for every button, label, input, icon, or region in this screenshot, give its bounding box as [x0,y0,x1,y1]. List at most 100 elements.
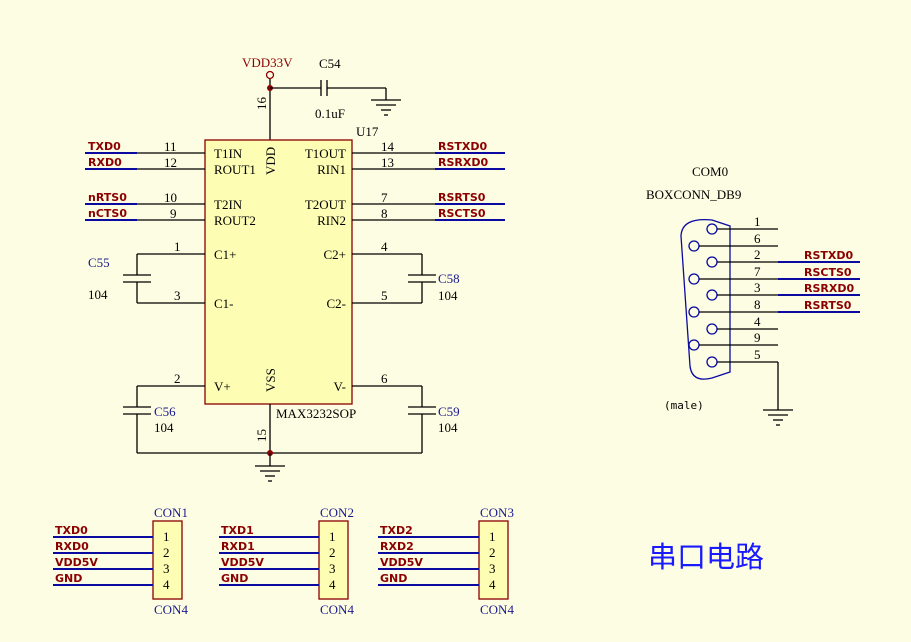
pin-num: 4 [163,577,170,592]
db9-pin-num: 5 [754,347,761,362]
pin-num: 7 [381,190,388,205]
com0-note: (male) [664,399,704,412]
net-label: nRTS0 [88,191,127,204]
db9-shell [680,218,731,380]
c55-capacitor [123,254,151,303]
u17-vdd-pin: 16 [254,97,269,111]
u17-body [204,139,353,405]
pin-num: 3 [174,288,181,303]
c58-capacitor [408,254,436,303]
pin-num: 2 [174,371,181,386]
net-label: TXD1 [221,524,254,537]
com0-part: BOXCONN_DB9 [646,187,741,202]
u17-right-pins: 14 13 7 8 4 5 6 T1OUT RIN1 T2OUT RIN2 C2… [305,139,435,394]
pin-num: 8 [381,206,388,221]
c56-value: 104 [154,420,174,435]
pin-num: 4 [381,239,388,254]
pin-name: C1+ [214,247,237,262]
net-label: RSRXD0 [804,282,854,295]
pin-name: V- [333,379,346,394]
pin-name: RIN2 [317,213,346,228]
c58-value: 104 [438,288,458,303]
db9-ground [763,362,793,426]
con2-header: CON2 CON4 TXD1 RXD1 VDD5V GND 1 2 3 4 [219,505,354,617]
pin-num: 2 [163,545,170,560]
u17-ref: U17 [356,124,379,139]
net-label: RXD0 [88,156,122,169]
db9-pin-num: 2 [754,247,761,262]
con2-part: CON4 [320,602,354,617]
net-label: VDD5V [380,556,423,569]
net-label: RXD0 [55,540,89,553]
u17-left-pins: 11 12 10 9 1 3 2 T1IN ROUT1 T2IN ROUT2 C… [137,139,256,394]
db9-pin-num: 8 [754,297,761,312]
u17-part: MAX3232SOP [276,406,356,421]
net-label: RSTXD0 [438,140,488,153]
con3-header: CON3 CON4 TXD2 RXD2 VDD5V GND 1 2 3 4 [378,505,514,617]
pin-name: ROUT1 [214,162,256,177]
db9-pin-num: 4 [754,314,761,329]
c59-value: 104 [438,420,458,435]
net-label: RSCTS0 [804,266,852,279]
net-label: VDD5V [221,556,264,569]
pin-num: 1 [163,529,170,544]
pin-num: 13 [381,155,394,170]
db9-pin-num: 7 [754,264,761,279]
pin-name: T1OUT [305,146,346,161]
pin-name: V+ [214,379,231,394]
con2-ref: CON2 [320,505,354,520]
db9-pins: 1 6 2 7 3 8 4 9 5 [688,214,778,368]
c54-value: 0.1uF [315,106,345,121]
pin-num: 1 [329,529,336,544]
net-label: RSRTS0 [438,191,486,204]
vdd-supply: VDD33V [242,55,401,140]
con1-part: CON4 [154,602,188,617]
c59-ref: C59 [438,404,460,419]
c54-ref: C54 [319,56,341,71]
u17-right-nets: RSTXD0 RSRXD0 RSRTS0 RSCTS0 [435,140,505,221]
pin-name: T2IN [214,197,243,212]
net-label: RXD1 [221,540,255,553]
schematic-title: 串口电路 [648,540,764,574]
net-label: VDD5V [55,556,98,569]
c55-ref: C55 [88,255,110,270]
u17-ground [137,450,422,482]
net-label: TXD0 [55,524,88,537]
pin-num: 3 [489,561,496,576]
pin-num: 2 [489,545,496,560]
pin-num: 14 [381,139,395,154]
net-label: TXD0 [88,140,121,153]
u17-left-nets: TXD0 RXD0 nRTS0 nCTS0 [85,140,137,221]
net-label: RSTXD0 [804,249,854,262]
net-label: GND [380,572,407,585]
vdd-power-label: VDD33V [242,55,293,70]
pin-num: 3 [163,561,170,576]
pin-num: 1 [174,239,181,254]
pin-name: ROUT2 [214,213,256,228]
pin-num: 3 [329,561,336,576]
pin-name: C2+ [323,247,346,262]
pin-num: 9 [170,206,177,221]
net-label: TXD2 [380,524,413,537]
net-label: RSRXD0 [438,156,488,169]
con3-ref: CON3 [480,505,514,520]
pin-num: 4 [329,577,336,592]
db9-pin-num: 6 [754,231,761,246]
pin-name: C1- [214,296,234,311]
db9-pin-num: 9 [754,330,761,345]
c56-capacitor [123,386,151,453]
net-label: GND [55,572,82,585]
c56-ref: C56 [154,404,176,419]
c59-capacitor [408,386,436,453]
pin-name: C2- [327,296,347,311]
con3-part: CON4 [480,602,514,617]
pin-name: T1IN [214,146,243,161]
con1-ref: CON1 [154,505,188,520]
pin-name: RIN1 [317,162,346,177]
com0-ref: COM0 [692,164,728,179]
pin-num: 6 [381,371,388,386]
net-label: GND [221,572,248,585]
pin-num: 12 [164,155,177,170]
u17-vss-pin: 15 [254,429,269,442]
pin-num: 4 [489,577,496,592]
